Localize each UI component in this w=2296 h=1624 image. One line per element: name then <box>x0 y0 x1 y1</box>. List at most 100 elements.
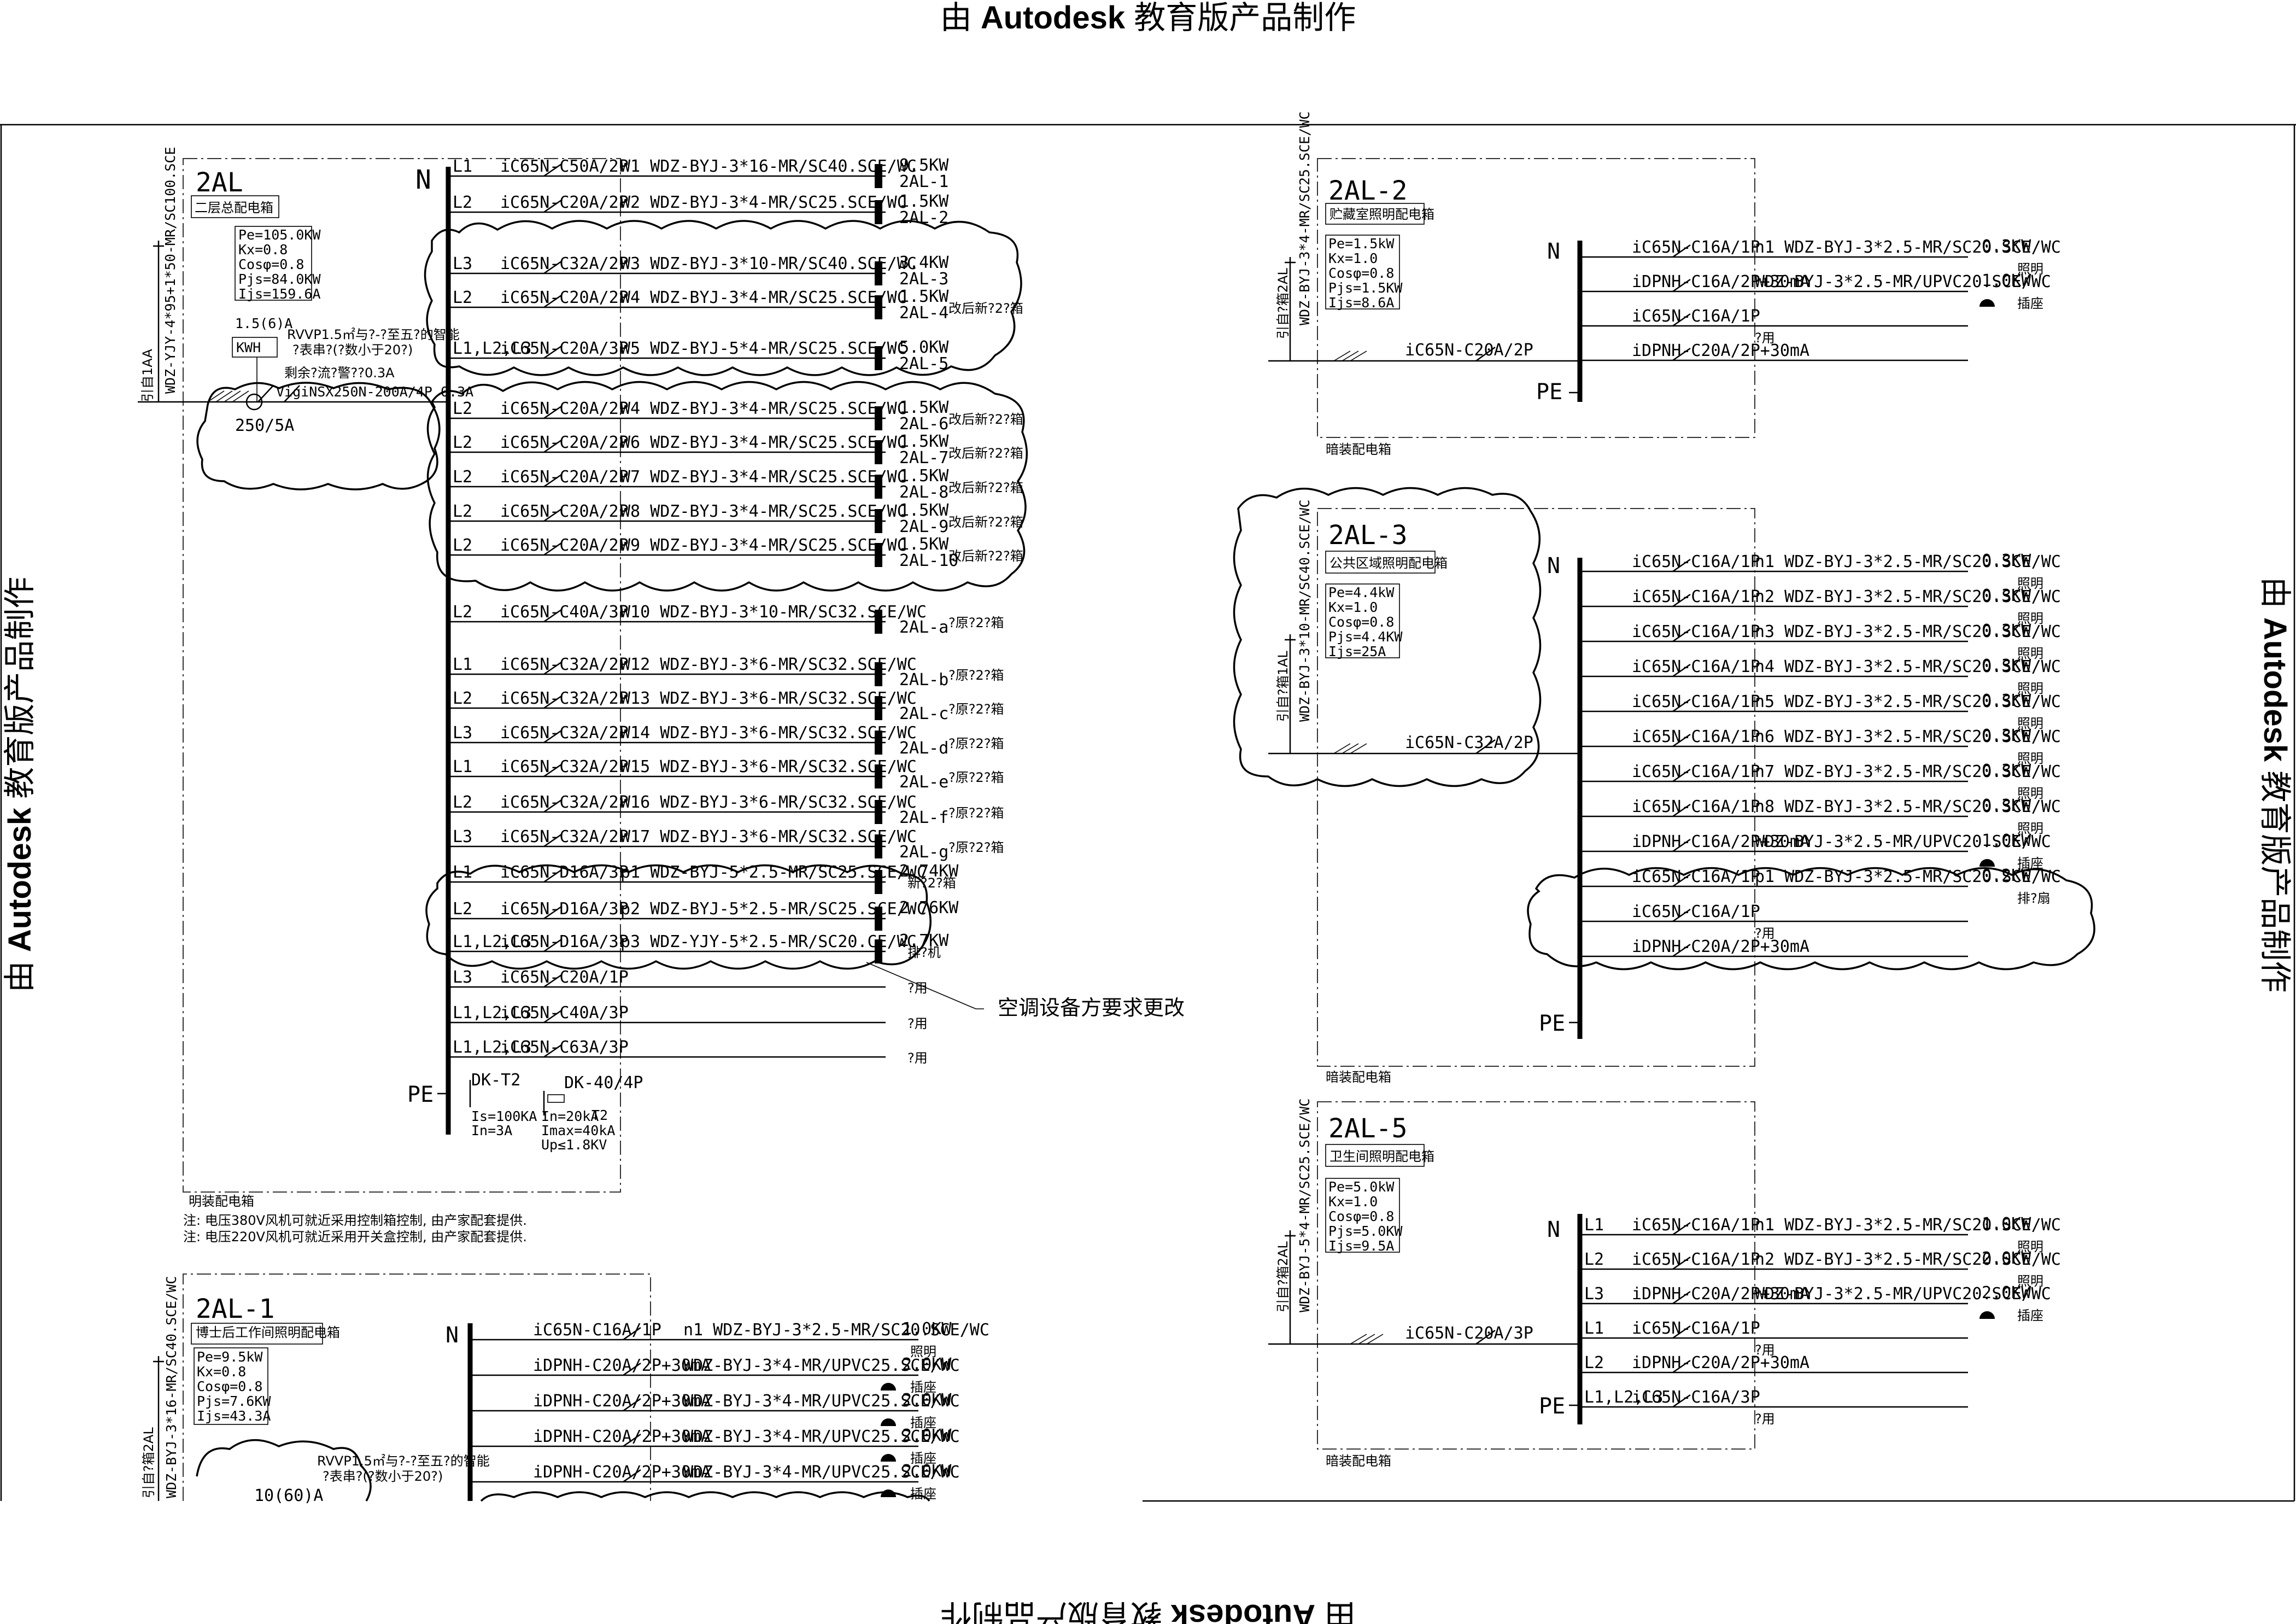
breaker-symbol <box>1672 838 1691 852</box>
circuit-load: 1.0KW <box>1982 271 2031 290</box>
circuit-remark: ?原?2?箱 <box>948 615 1004 630</box>
terminal-block <box>875 200 882 224</box>
circuit-remark: 照明 <box>2017 611 2043 626</box>
circuit-phase: L2 <box>453 899 472 919</box>
svg-text:Ijs=8.6A: Ijs=8.6A <box>1328 295 1394 311</box>
circuit-breaker: iDPNH-C16A/2P+30mA <box>1632 832 1809 851</box>
circuit-cable: n5 WDZ-BYJ-3*2.5-MR/SC20.SCE/WC <box>1755 692 2061 711</box>
circuit-load: 0.3KW <box>1982 237 2031 256</box>
svg-text:Kx=0.8: Kx=0.8 <box>197 1364 246 1380</box>
circuit-target-panel: 2AL-10 <box>899 551 958 570</box>
circuit-cable: W4 WDZ-BYJ-3*4-MR/SC25.SCE/WC <box>620 288 907 307</box>
panel-2al-1-feeder: WDZ-BYJ-3*16-MR/SC40.SCE/WC <box>163 1276 179 1498</box>
circuit-cable: W14 WDZ-BYJ-3*6-MR/SC32.SCE/WC <box>620 723 917 743</box>
circuit-remark: 改后新?2?箱 <box>948 515 1023 530</box>
breaker-symbol <box>543 763 562 778</box>
circuit-cable: n2 WDZ-BYJ-3*2.5-MR/SC20.SCE/WC <box>1755 1250 2061 1269</box>
circuit-target-panel: 2AL-3 <box>899 270 948 289</box>
circuit-load: 1.5KW <box>899 398 949 417</box>
circuit-breaker: iC65N-C50A/2P <box>500 157 629 176</box>
main-panel-desc: 二层总配电箱 <box>195 200 273 215</box>
svg-text:Ijs=25A: Ijs=25A <box>1328 644 1386 659</box>
circuit-cable: WDZ-BYJ-3*2.5-MR/UPVC20.SCE/WC <box>1755 832 2051 851</box>
main-note-2: 注: 电压220V风机可就近采用开关盒控制, 由产家配套提供. <box>183 1229 527 1245</box>
svg-text:Kx=0.8: Kx=0.8 <box>238 242 288 258</box>
circuit-cable: W17 WDZ-BYJ-3*6-MR/SC32.SCE/WC <box>620 827 917 846</box>
terminal-block <box>875 939 882 963</box>
circuit-breaker: iC65N-C63A/3P <box>500 1038 629 1057</box>
breaker-symbol <box>543 661 562 675</box>
circuit-remark: 排?扇 <box>2017 891 2051 906</box>
breaker-symbol <box>543 938 562 953</box>
circuit-breaker: iC65N-C32A/2P <box>500 827 629 846</box>
kwh-meter-label: KWH <box>236 340 261 355</box>
panel-2al-1-meter-note-2: ?表串?(?数小于20?) <box>323 1469 443 1484</box>
al2-circuit-row: iDPNH-C20A/2P+30mA <box>1580 341 1968 361</box>
panel-2al-3-incomer: iC65N-C32A/2P <box>1405 733 1533 752</box>
terminal-block <box>875 731 882 755</box>
circuit-remark: ?用 <box>1755 1411 1775 1427</box>
circuit-load: 2.0KW <box>1982 1283 2031 1302</box>
circuit-phase: L2 <box>453 399 472 418</box>
svg-text:Ijs=159.6A: Ijs=159.6A <box>238 286 321 302</box>
circuit-target-panel: 2AL-6 <box>899 414 948 434</box>
circuit-phase: L1 <box>453 757 472 776</box>
terminal-block <box>875 800 882 824</box>
circuit-cable: WDZ-BYJ-3*4-MR/UPVC25.SCE/WC <box>683 1356 960 1375</box>
terminal-block <box>875 346 882 370</box>
circuit-phase: L2 <box>453 793 472 812</box>
circuit-remark: 照明 <box>2017 751 2043 766</box>
circuit-cable: WDZ-BYJ-3*4-MR/UPVC25.SCE/WC <box>683 1463 960 1482</box>
terminal-block <box>875 834 882 858</box>
circuit-remark: ?原?2?箱 <box>948 805 1004 821</box>
panel-2al-5-feeder: WDZ-BYJ-5*4-MR/SC25.SCE/WC <box>1297 1099 1313 1312</box>
panel-2al-1-params: Pe=9.5kW Kx=0.8 Cosφ=0.8 Pjs=7.6KW Ijs=4… <box>194 1347 271 1425</box>
breaker-symbol <box>543 1044 562 1058</box>
breaker-symbol <box>623 1469 641 1483</box>
breaker-symbol <box>543 974 562 988</box>
svg-text:Pjs=4.4KW: Pjs=4.4KW <box>1328 629 1403 645</box>
breaker-symbol <box>1672 908 1691 922</box>
breaker-symbol <box>1672 1256 1691 1270</box>
breaker-symbol <box>543 869 562 883</box>
circuit-load: 0.3KW <box>1982 656 2031 675</box>
panel-2al-1-source: 引自?箱2AL <box>141 1427 156 1498</box>
circuit-breaker: iC65N-C16A/1P <box>533 1321 661 1340</box>
circuit-breaker: iC65N-C20A/2P <box>500 433 629 452</box>
circuit-breaker: iDPNH-C20A/2P+30mA <box>533 1427 711 1446</box>
circuit-breaker: iC65N-C16A/1P <box>1632 727 1760 746</box>
main-panel-name: 2AL <box>196 167 243 198</box>
breaker-symbol <box>1672 733 1691 747</box>
circuit-breaker: iC65N-C16A/1P <box>1632 797 1760 816</box>
kwh-meter-box <box>232 337 278 358</box>
breaker-symbol <box>543 474 562 488</box>
circuit-phase: L2 <box>1584 1250 1604 1269</box>
circuit-breaker: iC65N-C32A/2P <box>500 689 629 708</box>
drawing-frame <box>0 124 2296 1502</box>
panel-2al-5-desc: 卫生间照明配电箱 <box>1329 1149 1434 1164</box>
circuit-remark: 照明 <box>910 1344 936 1359</box>
circuit-phase: L1,L2,L3 <box>453 339 532 358</box>
circuit-target-panel: 2AL-c <box>899 704 948 723</box>
panel-2al-3-revision-cloud-2 <box>1527 867 2095 971</box>
terminal-block <box>875 870 882 894</box>
breaker-symbol <box>543 799 562 813</box>
circuit-breaker: iC65N-C16A/1P <box>1632 692 1760 711</box>
panel-2al-1-meter-note-1: RVVP1.5㎡与?-?至五?的智能 <box>317 1453 490 1469</box>
svg-text:Pjs=7.6KW: Pjs=7.6KW <box>197 1393 271 1409</box>
ct-ratio: 250/5A <box>235 416 294 435</box>
breaker-symbol <box>1672 1325 1691 1339</box>
breaker-symbol <box>1672 1359 1691 1374</box>
circuit-breaker: iC65N-C16A/1P <box>1632 1250 1760 1269</box>
circuit-cable: n2 WDZ-BYJ-3*2.5-MR/SC20.SCE/WC <box>1755 587 2061 606</box>
svg-text:Pe=9.5kW: Pe=9.5kW <box>197 1349 263 1365</box>
circuit-cable: W16 WDZ-BYJ-3*6-MR/SC32.SCE/WC <box>620 793 917 812</box>
circuit-breaker: iDPNH-C20A/2P+30mA <box>1632 1353 1809 1372</box>
watermark-right: 由 Autodesk 教育版产品制作 <box>2257 577 2293 993</box>
circuit-remark: 插座 <box>2017 1308 2043 1323</box>
